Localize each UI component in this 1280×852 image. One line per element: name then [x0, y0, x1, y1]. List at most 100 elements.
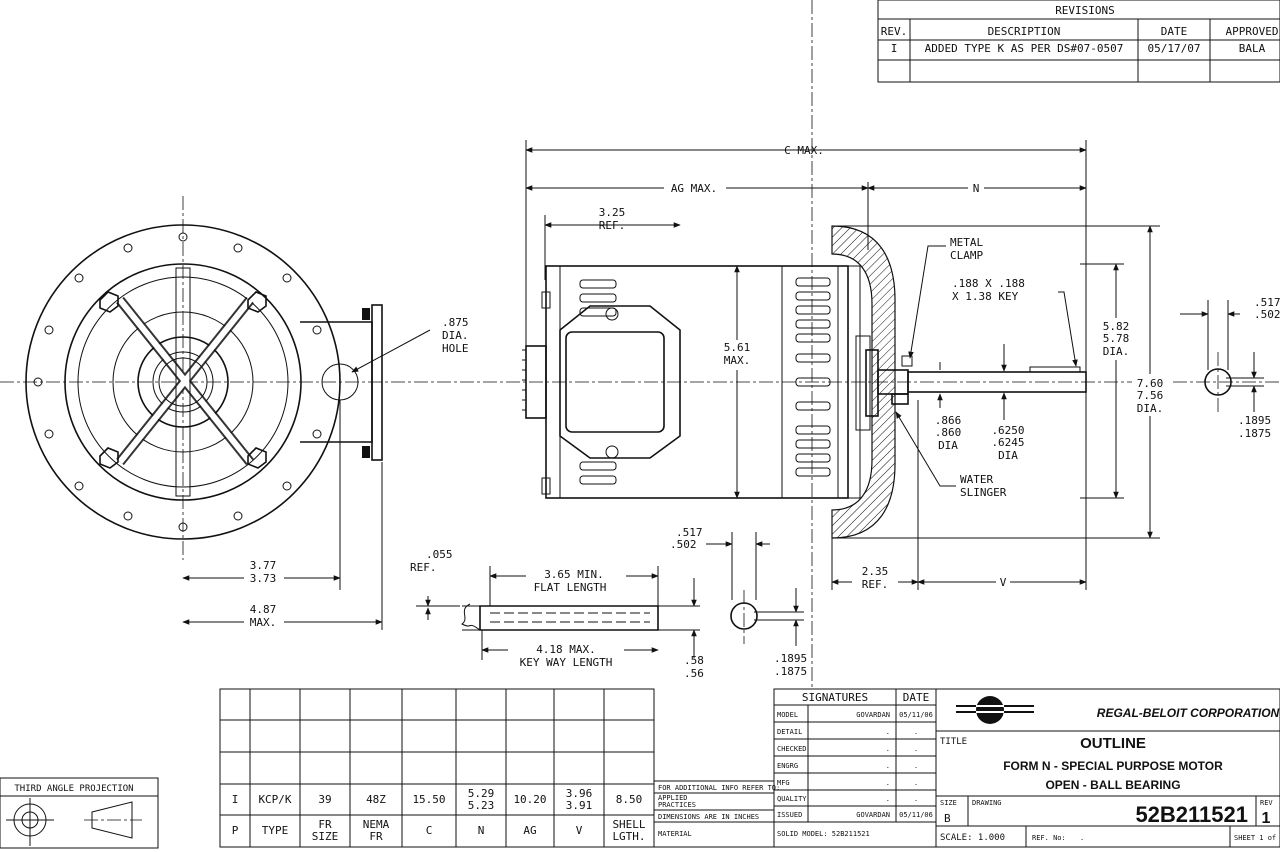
ref-325-label: REF.: [599, 219, 626, 232]
spec-c-header: C: [426, 824, 433, 837]
spec-fr-header-2: SIZE: [312, 830, 339, 843]
date-value: 05/17/07: [1148, 42, 1201, 55]
sig-name-quality: .: [886, 795, 890, 803]
shaft-dim-502: .502: [670, 538, 697, 551]
metal-clamp-1: METAL: [950, 236, 983, 249]
spec-v-header: V: [576, 824, 583, 837]
sheet-label: SHEET 1 of 1: [1234, 834, 1280, 842]
third-angle-projection: THIRD ANGLE PROJECTION: [0, 777, 159, 849]
projection-label: THIRD ANGLE PROJECTION: [14, 784, 133, 794]
drawing-number: 52B211521: [1135, 802, 1248, 827]
shaft-detail: [416, 532, 804, 660]
metal-clamp-2: CLAMP: [950, 249, 983, 262]
description-header: DESCRIPTION: [988, 25, 1061, 38]
title-line-2: FORM N - SPECIAL PURPOSE MOTOR: [1003, 759, 1223, 773]
sig-date-issued: 05/11/06: [899, 811, 933, 819]
right-dim-1875: .1875: [1238, 427, 1271, 440]
dim-6250: .6250: [991, 424, 1024, 437]
spec-c-value: 15.50: [412, 793, 445, 806]
company-name: REGAL-BELOIT CORPORATION: [1097, 706, 1280, 720]
right-dim-502: .502: [1254, 308, 1280, 321]
spec-shell-header-2: LGTH.: [612, 830, 645, 843]
side-view: [522, 140, 1087, 590]
spec-type-value: KCP/K: [258, 793, 291, 806]
spec-type-header: TYPE: [262, 824, 289, 837]
keyway-length-label: KEY WAY LENGTH: [520, 656, 613, 669]
keyway-length-value: 4.18 MAX.: [536, 643, 596, 656]
spec-ag-value: 10.20: [513, 793, 546, 806]
revisions-table: REVISIONS REV. DESCRIPTION DATE APPROVED…: [877, 0, 1280, 83]
sig-date-model: 05/11/06: [899, 711, 933, 719]
spec-p-header: P: [232, 824, 239, 837]
dim-582-dia: DIA.: [1103, 345, 1130, 358]
dim-866-dia: DIA: [938, 439, 958, 452]
sig-date-checked: .: [914, 745, 918, 753]
spec-shell-header-1: SHELL: [612, 818, 645, 831]
sig-role-engrg: ENGRG: [777, 762, 798, 770]
dim-055: .055: [426, 548, 453, 561]
rev-header: REV.: [881, 25, 908, 38]
spec-p-value: I: [232, 793, 239, 806]
ref-325-value: 3.25: [599, 206, 626, 219]
dim-860: .860: [935, 426, 962, 439]
front-view: [25, 196, 383, 560]
sig-date-quality: .: [914, 795, 918, 803]
right-shaft-detail: [1180, 300, 1264, 412]
dim-866: .866: [935, 414, 962, 427]
dim-582: 5.82: [1103, 320, 1130, 333]
dim-373: 3.73: [250, 572, 277, 585]
note-dimensions: DIMENSIONS ARE IN INCHES: [658, 813, 759, 821]
sig-name-detail: .: [886, 728, 890, 736]
approved-value: BALA: [1239, 42, 1266, 55]
spec-fr-header-1: FR: [318, 818, 332, 831]
title-block: [935, 688, 1280, 848]
dim-235-ref: REF.: [862, 578, 889, 591]
c-max-label: C MAX.: [784, 144, 824, 157]
company-logo: [956, 696, 1034, 724]
spec-ag-header: AG: [523, 824, 536, 837]
spec-nema-value: 48Z: [366, 793, 386, 806]
n-label: N: [973, 182, 980, 195]
title-line-3: OPEN - BALL BEARING: [1045, 778, 1180, 792]
dim-578: 5.78: [1103, 332, 1130, 345]
sig-role-issued: ISSUED: [777, 811, 802, 819]
dim-756: 7.56: [1137, 389, 1164, 402]
signatures-title: SIGNATURES: [802, 691, 868, 704]
rev-value: 1: [1262, 810, 1271, 827]
sig-name-issued: GOVARDAN: [856, 811, 890, 819]
key-label-1: .188 X .188: [952, 277, 1025, 290]
dim-760: 7.60: [1137, 377, 1164, 390]
rev-label: REV: [1260, 799, 1273, 807]
key-label-2: X 1.38 KEY: [952, 290, 1019, 303]
spec-n-header: N: [478, 824, 485, 837]
spec-v-value-2: 3.91: [566, 799, 593, 812]
note-applied-2: PRACTICES: [658, 801, 696, 809]
sig-date-mfg: .: [914, 779, 918, 787]
description-value: ADDED TYPE K AS PER DS#07-0507: [925, 42, 1124, 55]
spec-nema-header-1: NEMA: [363, 818, 390, 831]
sig-name-model: GOVARDAN: [856, 711, 890, 719]
signatures-block: [773, 688, 937, 848]
v-label: V: [1000, 576, 1007, 589]
flat-length-label: FLAT LENGTH: [534, 581, 607, 594]
size-value: B: [944, 812, 951, 825]
approved-header: APPROVED: [1226, 25, 1279, 38]
dim-561: 5.61: [724, 341, 751, 354]
dim-561-max: MAX.: [724, 354, 751, 367]
scale-label: SCALE: 1.000: [940, 833, 1005, 843]
dim-6245: .6245: [991, 436, 1024, 449]
spec-n-value-1: 5.29: [468, 787, 495, 800]
hole-label-2: DIA.: [442, 329, 469, 342]
dim-235: 2.35: [862, 565, 889, 578]
rev-value: I: [891, 42, 898, 55]
note-for-info: FOR ADDITIONAL INFO REFER TO:: [658, 784, 780, 792]
ref-no-value: .: [1080, 834, 1084, 842]
ref-no-label: REF. No:: [1032, 834, 1066, 842]
spec-n-value-2: 5.23: [468, 799, 495, 812]
spec-v-value-1: 3.96: [566, 787, 593, 800]
spec-fr-size-value: 39: [318, 793, 331, 806]
dim-377: 3.77: [250, 559, 277, 572]
water-slinger-1: WATER: [960, 473, 993, 486]
spec-table: [219, 688, 655, 848]
